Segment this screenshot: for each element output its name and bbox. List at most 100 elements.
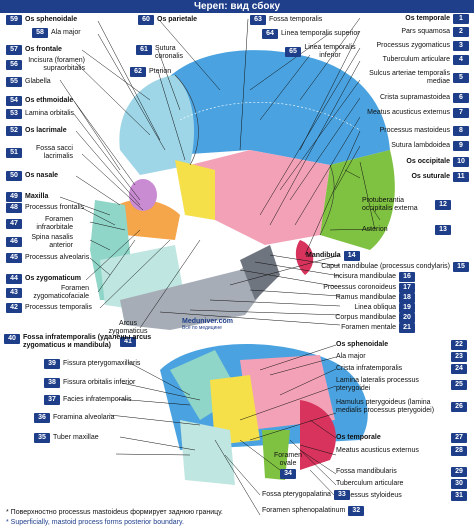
- label-33: Fossa pterygopalatina 33: [262, 490, 350, 500]
- label-text: Sutura coronalis: [155, 45, 184, 60]
- label-54: Os ethmoidale 54: [6, 96, 73, 106]
- label-text: Os lacrimale: [25, 127, 67, 134]
- label-number: 38: [44, 378, 60, 388]
- label-14: Mandibula 14: [306, 251, 360, 261]
- label-32: Foramen sphenopalatinum 32: [262, 506, 365, 516]
- label-37: 37 Facies infratemporalis: [44, 395, 131, 405]
- label-59: Os sphenoidale 59: [6, 15, 77, 25]
- label-23: Ala major 23: [336, 352, 467, 362]
- label-text: Ala major: [51, 29, 81, 36]
- label-number: 21: [399, 323, 415, 333]
- label-9: Sutura lambdoidea 9: [362, 141, 469, 151]
- label-number: 35: [34, 433, 50, 443]
- label-5: Sulcus arteriae temporalis mediae 5: [362, 70, 469, 86]
- label-2: Pars squamosa 2: [362, 27, 469, 37]
- label-number: 1: [453, 14, 469, 24]
- label-number: 22: [451, 340, 467, 350]
- label-text: Foramen sphenopalatinum: [262, 507, 346, 514]
- label-61: 61 Sutura coronalis: [136, 45, 189, 61]
- label-number: 16: [399, 272, 415, 282]
- label-number: 15: [453, 262, 469, 272]
- label-text: Os temporale: [405, 15, 450, 22]
- label-text: Foramen zygomaticofaciale: [33, 285, 89, 300]
- label-36: 36 Foramina alveolaria: [34, 413, 114, 423]
- label-number: 49: [6, 192, 22, 202]
- label-22: Os sphenoidale 22: [336, 340, 467, 350]
- label-10: Os occipitale 10: [362, 157, 469, 167]
- label-31: Processus styloideus 31: [336, 491, 467, 501]
- label-number: 13: [435, 225, 451, 235]
- label-text: Corpus mandibulae: [335, 314, 396, 321]
- label-number: 31: [451, 491, 467, 501]
- label-text: Tuberculum articulare: [336, 480, 404, 487]
- label-text: Caput mandibulae (processus condylaris): [321, 263, 450, 270]
- label-number: 40: [4, 334, 20, 344]
- label-39: 39 Fissura pterygomaxillaris: [44, 359, 140, 369]
- label-text: Sutura lambdoidea: [391, 142, 450, 149]
- label-41: Arcus zygomaticus 41: [108, 320, 148, 347]
- label-text: Hamulus pterygoideus (lamina medialis pr…: [336, 399, 435, 414]
- label-text: Crista supramastoidea: [379, 94, 450, 101]
- label-number: 26: [451, 402, 467, 412]
- label-text: Fossa temporalis: [269, 16, 323, 23]
- label-number: 24: [451, 364, 467, 374]
- label-text: Ramus mandibulae: [335, 294, 396, 301]
- label-text: Pterion: [149, 68, 172, 75]
- label-number: 63: [250, 15, 266, 25]
- label-34: Foramen ovale 34: [268, 452, 308, 479]
- label-number: 37: [44, 395, 60, 405]
- label-50: Os nasale 50: [6, 171, 58, 181]
- label-number: 6: [453, 93, 469, 103]
- label-text: Sulcus arteriae temporalis mediae: [369, 70, 450, 85]
- label-text: Processus frontalis: [25, 204, 85, 211]
- label-number: 61: [136, 45, 152, 55]
- label-number: 48: [6, 203, 22, 213]
- label-text: Fossa sacci lacrimalis: [36, 145, 73, 160]
- label-text: Os sphenoidale: [336, 341, 389, 348]
- label-12: Protuberantia occipitalis externa 12: [362, 197, 451, 213]
- label-number: 42: [6, 303, 22, 313]
- label-20: Corpus mandibulae 20: [306, 313, 415, 323]
- label-number: 18: [399, 293, 415, 303]
- label-51: Fossa sacci lacrimalis 51: [6, 145, 73, 161]
- label-number: 41: [120, 337, 136, 347]
- label-text: Incisura (foramen) supraorbitalis: [28, 57, 85, 72]
- label-number: 45: [6, 253, 22, 263]
- label-40: 40 Fossa infratemporalis (удалены arcus …: [4, 334, 193, 350]
- label-4: Tuberculum articulare 4: [362, 55, 469, 65]
- label-62: 62 Pterion: [130, 67, 171, 77]
- label-7: Meatus acusticus externus 7: [362, 108, 469, 118]
- label-text: Fissura pterygomaxillaris: [63, 360, 141, 367]
- label-text: Lamina lateralis processus pterygoidei: [336, 377, 419, 392]
- label-number: 55: [6, 77, 22, 87]
- label-text: Lamina orbitalis: [25, 110, 75, 117]
- label-1: Os temporale 1: [362, 14, 469, 24]
- label-3: Processus zygomaticus 3: [362, 41, 469, 51]
- label-60: 60 Os parietale: [138, 15, 197, 25]
- label-text: Protuberantia occipitalis externa: [362, 197, 418, 212]
- leader-lines: [59, 17, 381, 516]
- label-number: 59: [6, 15, 22, 25]
- label-text: Glabella: [25, 78, 51, 85]
- label-text: Arcus zygomaticus: [108, 320, 148, 335]
- label-58: Ala major 58: [32, 28, 81, 38]
- label-number: 29: [451, 467, 467, 477]
- label-number: 11: [453, 172, 469, 182]
- label-15: Caput mandibulae (processus condylaris) …: [306, 262, 469, 272]
- label-text: Mandibula: [306, 252, 341, 259]
- brand-watermark: Meduniver.com Всё по медицине: [182, 318, 233, 331]
- label-text: Fissura orbitalis inferior: [63, 379, 136, 386]
- label-text: Incisura mandibulae: [333, 273, 396, 280]
- label-text: Linea temporalis superior: [281, 30, 360, 37]
- lower-skull-infratemporal-view: [160, 343, 368, 485]
- footnote-en: * Superficially, mastoid process forms p…: [6, 519, 184, 526]
- label-text: Os temporale: [336, 434, 381, 441]
- label-number: 14: [343, 251, 360, 261]
- label-text: Pars squamosa: [401, 28, 450, 35]
- label-29: Fossa mandibularis 29: [336, 467, 467, 477]
- label-number: 32: [348, 506, 365, 516]
- label-64: Linea temporalis superior 64: [262, 29, 360, 39]
- label-number: 44: [6, 274, 22, 284]
- label-number: 27: [451, 433, 467, 443]
- label-number: 51: [6, 148, 22, 158]
